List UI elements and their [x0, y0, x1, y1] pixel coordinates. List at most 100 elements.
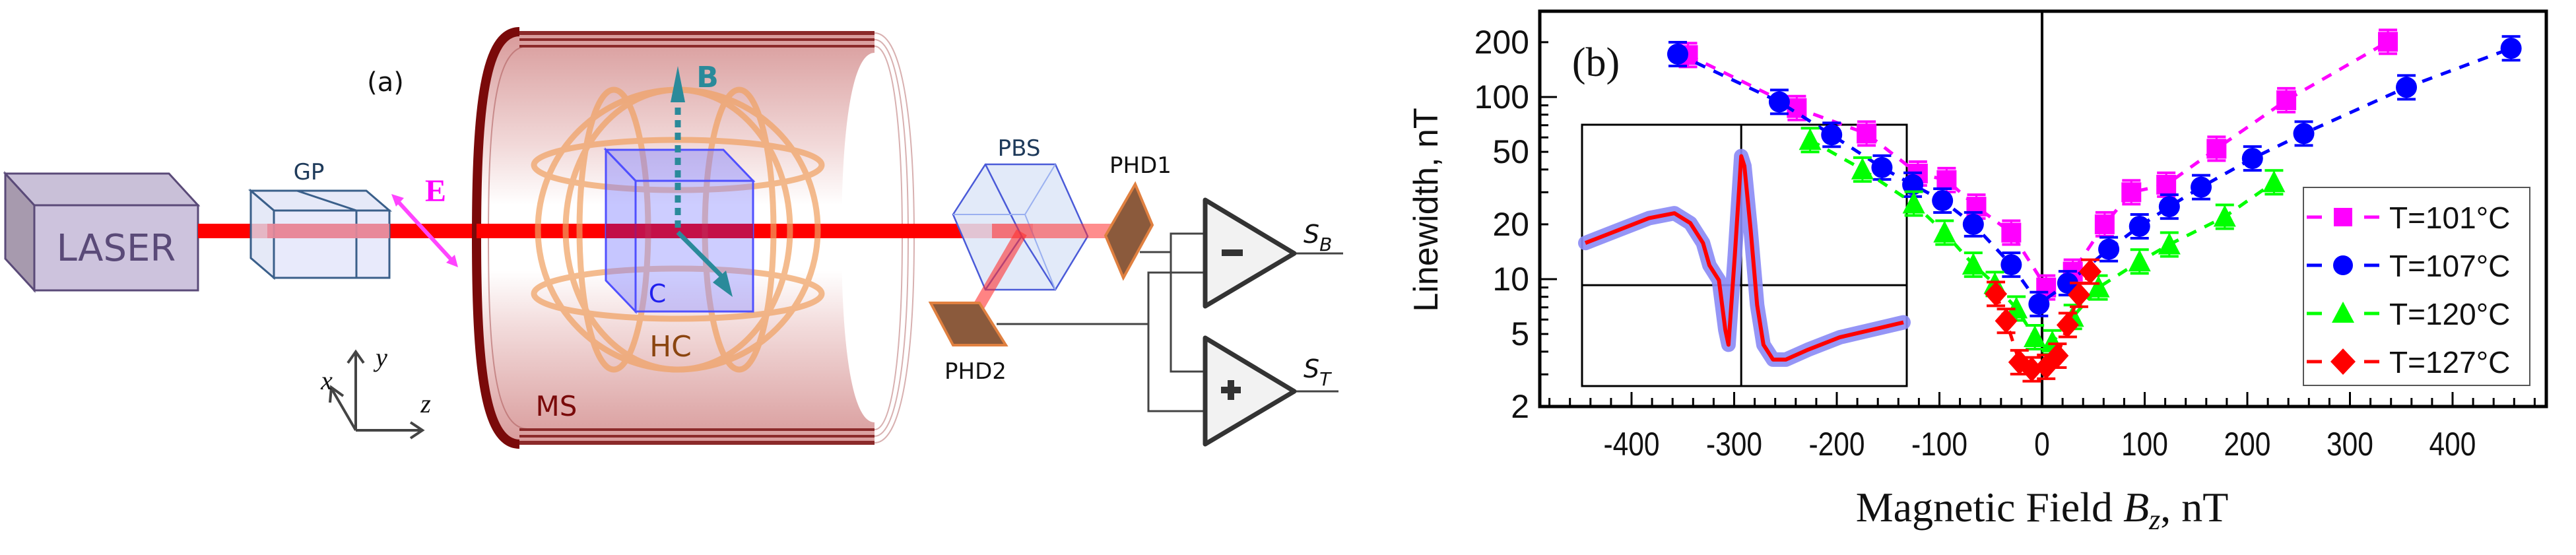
data-point: [2067, 282, 2090, 308]
y-tick-label: 100: [1474, 79, 1529, 115]
data-point: [2213, 205, 2236, 227]
photodiode-2: [928, 302, 1008, 346]
axis-x-label: x: [320, 366, 333, 395]
data-point: [1871, 156, 1893, 178]
chart-legend: T=101°C T=107°C T=120°C T=127°C: [2303, 187, 2530, 386]
data-point: [2098, 238, 2120, 260]
data-point: [1821, 124, 1843, 146]
chart-series: [1667, 28, 2522, 383]
laser-front-face: [33, 204, 199, 292]
data-point: [2191, 176, 2212, 198]
data-point: [2156, 174, 2177, 195]
panel-a-label: (a): [367, 67, 404, 98]
y-axis-title: Linewidth, nT: [1407, 108, 1445, 311]
data-point: [1962, 213, 1984, 235]
x-tick-label: 100: [2121, 426, 2168, 463]
legend-label: T=127°C: [2389, 345, 2510, 379]
sum-amplifier: [1203, 335, 1297, 447]
axis-y-label: y: [373, 343, 387, 372]
data-point: [1985, 281, 2008, 307]
data-point: [1962, 253, 1985, 275]
legend-item: T=107°C: [2307, 249, 2510, 283]
data-point: [2000, 254, 2022, 276]
difference-amplifier: [1203, 197, 1297, 309]
data-point: [1995, 308, 2018, 334]
data-point: [1902, 191, 1925, 214]
panel-a-schematic: (a) LASER GP E: [3, 27, 1343, 449]
data-point: [1936, 170, 1957, 190]
phd1-label: PHD1: [1109, 152, 1172, 179]
data-point: [1768, 91, 1790, 113]
series-t-127-c: [1985, 258, 2102, 383]
legend-item: T=127°C: [2307, 345, 2510, 379]
legend-item: T=120°C: [2307, 297, 2510, 331]
data-point: [2293, 123, 2315, 145]
data-point: [1667, 43, 1688, 65]
y-tick-label: 2: [1511, 388, 1529, 425]
b-field-label: B: [696, 61, 719, 94]
output-st-label: ST: [1304, 354, 1332, 390]
x-tick-label: -300: [1706, 426, 1762, 463]
y-tick-label: 50: [1492, 133, 1529, 170]
series-t-107-c: [1667, 35, 2522, 317]
x-tick-label: 400: [2429, 426, 2476, 463]
data-point: [2087, 275, 2110, 298]
legend-marker-triangle: [2332, 302, 2354, 323]
data-point: [2079, 259, 2102, 284]
x-tick-label: -400: [1603, 426, 1659, 463]
gp-label: GP: [294, 159, 325, 185]
ms-label: MS: [536, 390, 578, 422]
data-point: [2057, 273, 2078, 294]
x-tick-label: 0: [2034, 426, 2050, 463]
laser-label: LASER: [57, 227, 176, 270]
data-point: [1932, 189, 1954, 211]
output-sb-label: SB: [1304, 220, 1332, 255]
coordinate-axes-icon: [329, 349, 425, 440]
y-tick-label: 200: [1474, 24, 1529, 61]
legend-marker-diamond: [2330, 348, 2356, 375]
data-point: [1857, 123, 1877, 144]
b-field-arrow: B: [671, 61, 733, 297]
data-point: [2158, 196, 2180, 218]
laser: LASER: [3, 171, 201, 293]
x-tick-label: 300: [2327, 426, 2373, 463]
legend-label: T=101°C: [2389, 201, 2510, 235]
legend-label: T=107°C: [2389, 249, 2510, 283]
x-tick-label: -100: [1911, 426, 1967, 463]
data-point: [2241, 148, 2263, 170]
e-field-arrow: E: [391, 174, 458, 267]
pbs-label: PBS: [998, 135, 1041, 162]
data-point: [2056, 312, 2079, 338]
data-point: [2001, 222, 2022, 243]
data-point: [2276, 90, 2297, 110]
data-point: [2094, 214, 2115, 234]
photodiode-1: [1104, 181, 1154, 281]
data-point: [2024, 325, 2047, 347]
data-point: [2046, 343, 2069, 368]
y-tick-label: 5: [1511, 315, 1529, 352]
data-point: [2129, 215, 2150, 237]
hc-label: HC: [649, 330, 692, 364]
axis-z-label: z: [420, 389, 431, 418]
x-tick-label: 200: [2224, 426, 2271, 463]
glan-polarizer: GP: [248, 159, 393, 280]
x-axis-title: Magnetic Field Bz, nT: [1856, 484, 2229, 536]
phd2-label: PHD2: [944, 358, 1007, 385]
data-point: [2028, 293, 2050, 315]
data-point: [2005, 296, 2028, 319]
cell-label: C: [649, 279, 667, 308]
data-point: [2262, 170, 2286, 193]
inset-fit-curve: [1584, 154, 1904, 362]
panel-b-label: (b): [1572, 40, 1620, 85]
minus-icon: [1222, 249, 1243, 256]
legend-item: T=101°C: [2307, 201, 2510, 235]
data-point: [1933, 220, 1956, 243]
circuit-wires: [997, 232, 1343, 412]
data-point: [2378, 32, 2398, 52]
laser-beam-inside: [477, 224, 1033, 238]
e-field-label: E: [425, 174, 446, 209]
legend-marker-circle: [2333, 255, 2353, 275]
